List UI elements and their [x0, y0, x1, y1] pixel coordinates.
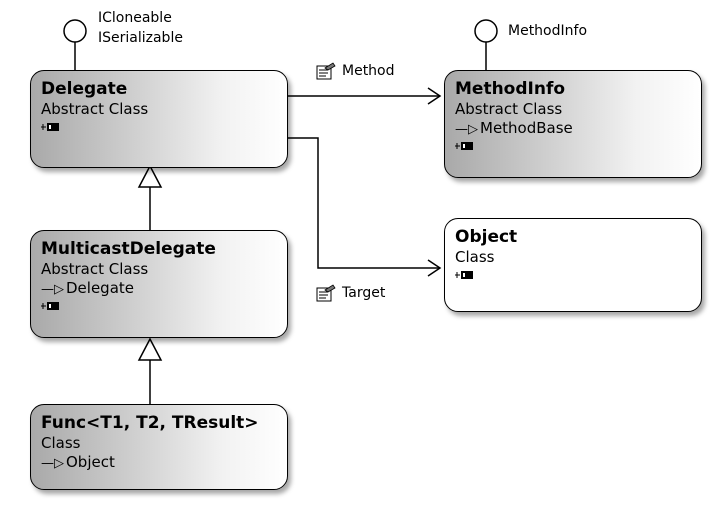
inheritance-arrow-icon: [137, 164, 163, 230]
class-box-multicastdelegate[interactable]: MulticastDelegate Abstract Class —▷Deleg…: [30, 230, 288, 338]
inheritance-arrow-icon: —▷: [41, 456, 64, 471]
association-target: [288, 137, 442, 277]
association-label-method: Method: [316, 62, 395, 80]
inheritance-arrow-icon: —▷: [41, 282, 64, 297]
class-box-methodinfo[interactable]: MethodInfo Abstract Class —▷MethodBase: [444, 70, 702, 178]
interface-label-icloneable: ICloneable: [98, 10, 172, 26]
lollipop-icon: [63, 19, 87, 70]
collapse-toggle-icon[interactable]: [455, 270, 477, 280]
collapse-toggle-icon[interactable]: [41, 301, 63, 311]
class-box-delegate[interactable]: Delegate Abstract Class: [30, 70, 288, 168]
association-method: [288, 87, 442, 105]
class-name: Func<T1, T2, TResult>: [41, 413, 259, 433]
association-name-target: Target: [342, 285, 386, 301]
class-kind: Abstract Class: [41, 100, 149, 119]
class-name: MethodInfo: [455, 79, 566, 99]
association-name-method: Method: [342, 63, 395, 79]
lollipop-icon: [474, 19, 498, 70]
class-name: MulticastDelegate: [41, 239, 216, 259]
interface-labels: ICloneable ISerializable: [98, 8, 183, 48]
property-icon: [316, 284, 336, 302]
collapse-toggle-icon[interactable]: [455, 141, 477, 151]
class-box-func[interactable]: Func<T1, T2, TResult> Class —▷Object: [30, 404, 288, 490]
base-class-name: Delegate: [66, 279, 134, 297]
inheritance-arrow-icon: —▷: [455, 122, 478, 137]
property-icon: [316, 62, 336, 80]
class-kind: Abstract Class: [455, 100, 563, 119]
class-kind: Abstract Class: [41, 260, 149, 279]
interface-label-methodinfo: MethodInfo: [508, 23, 588, 39]
base-class-row: —▷MethodBase: [455, 119, 691, 138]
class-name: Delegate: [41, 79, 128, 99]
base-class-row: —▷Object: [41, 453, 277, 472]
interface-label-iserializable: ISerializable: [98, 30, 183, 46]
association-label-target: Target: [316, 284, 385, 302]
base-class-name: MethodBase: [480, 119, 573, 137]
class-box-object[interactable]: Object Class: [444, 218, 702, 312]
class-name: Object: [455, 227, 518, 247]
collapse-toggle-icon[interactable]: [41, 122, 63, 132]
class-kind: Class: [455, 248, 495, 267]
base-class-row: —▷Delegate: [41, 279, 277, 298]
inheritance-arrow-icon: [137, 337, 163, 404]
class-kind: Class: [41, 434, 81, 453]
interface-labels-methodinfo: MethodInfo: [508, 21, 587, 41]
base-class-name: Object: [66, 453, 115, 471]
